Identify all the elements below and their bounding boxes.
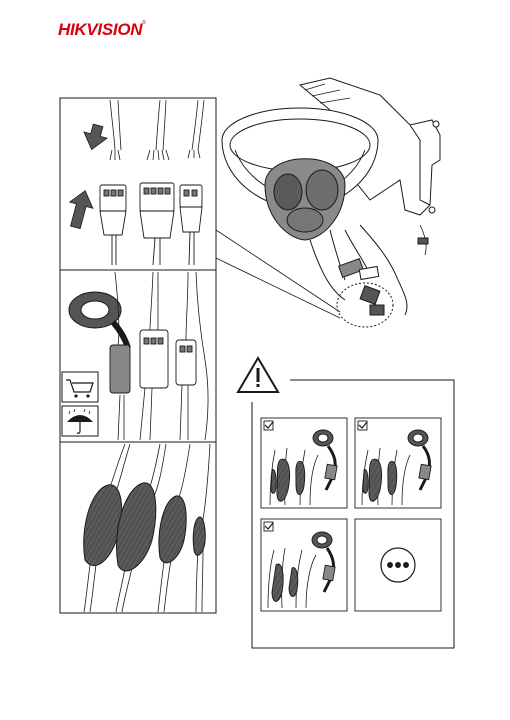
option-panel-2	[355, 418, 441, 508]
step-tape-panel	[62, 272, 208, 440]
dome-housing	[222, 108, 378, 240]
connector-left	[100, 185, 126, 265]
option-panel-3	[261, 519, 347, 611]
check-mark-icon	[358, 421, 367, 430]
umbrella-rain-icon	[62, 406, 98, 436]
check-mark-icon	[264, 522, 273, 531]
tape-roll-icon	[69, 292, 128, 348]
arrow-up-icon	[64, 188, 97, 231]
option-panel-4	[355, 519, 441, 611]
arrow-down-icon	[80, 122, 110, 152]
option-panel-1	[261, 418, 347, 508]
step-wrapped-panel	[84, 444, 210, 612]
dome-camera-illustration	[216, 78, 440, 327]
connector-right	[180, 185, 202, 265]
shopping-cart-icon	[62, 372, 98, 402]
tape-wrap-1	[84, 485, 122, 566]
step-connect-panel	[64, 100, 204, 265]
connector-middle	[140, 183, 174, 265]
more-options-icon	[381, 548, 415, 582]
callout-line-upper	[216, 230, 340, 312]
check-mark-icon	[264, 421, 273, 430]
camera-cable-tail	[310, 225, 428, 315]
tape-wrap-2	[117, 483, 156, 571]
warning-panel	[236, 358, 454, 648]
cable-bundle-top	[110, 100, 204, 160]
callout-line-lower	[216, 258, 340, 318]
tape-wrap-3	[159, 496, 186, 563]
tape-wrap-4	[193, 517, 205, 555]
